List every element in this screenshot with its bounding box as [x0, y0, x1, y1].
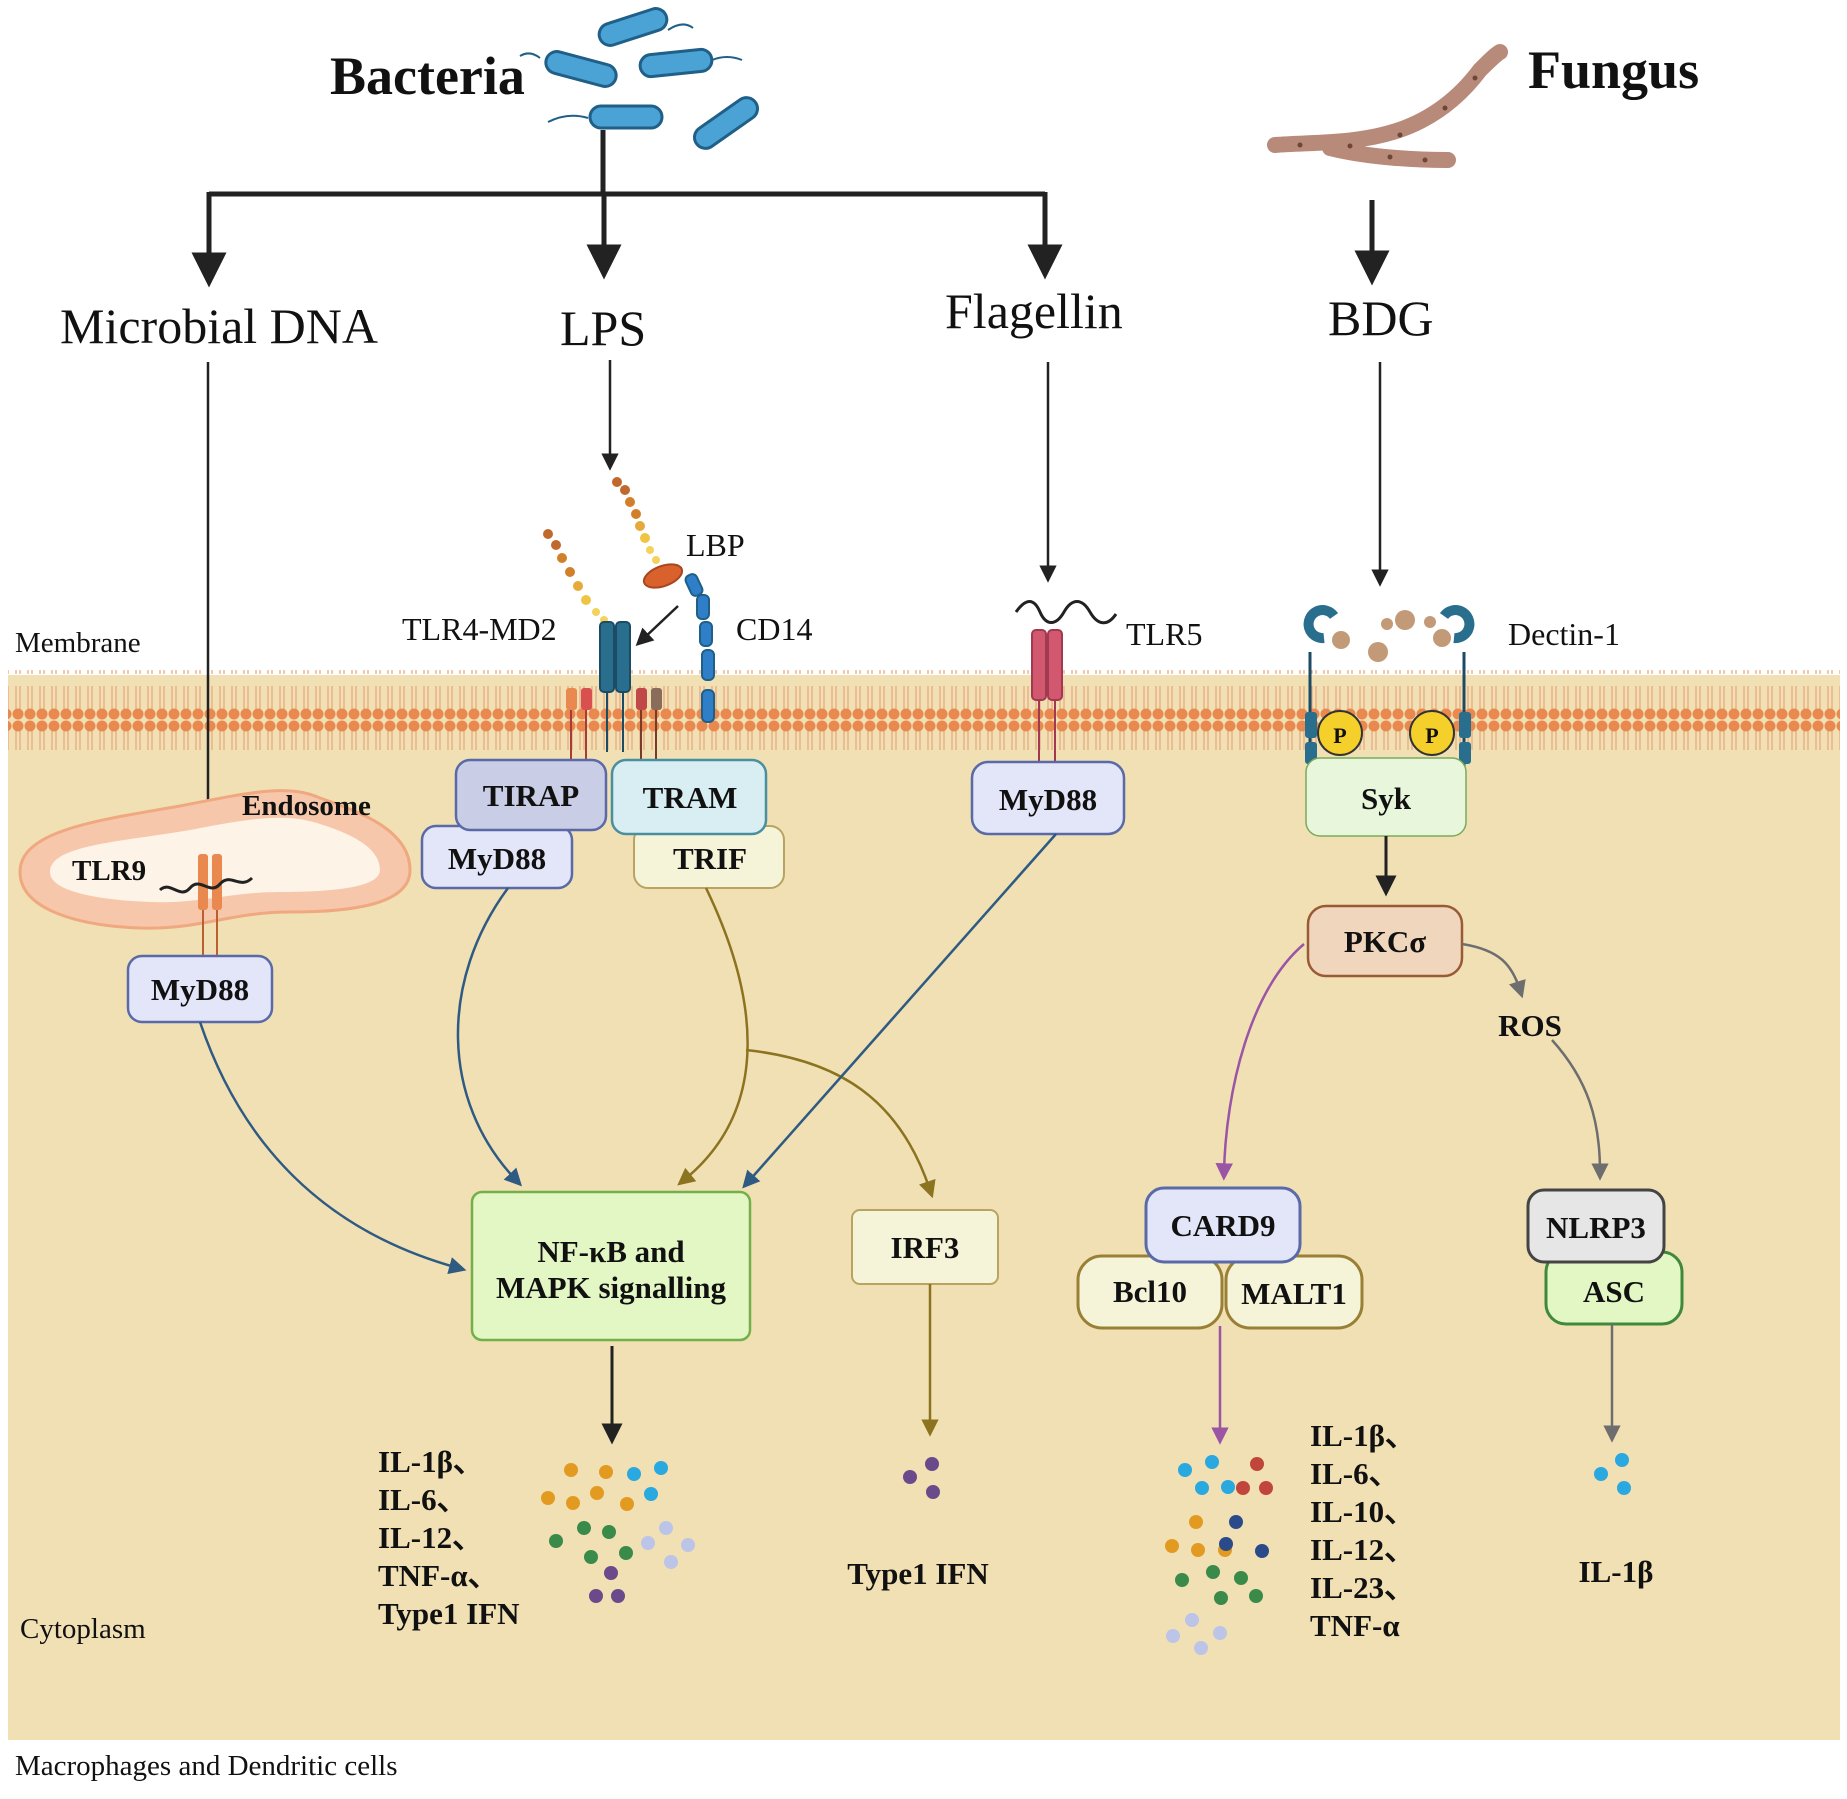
tlr9-receptor-icon: [158, 854, 254, 956]
cd14-label: CD14: [736, 611, 812, 647]
fungus-icon: [1267, 44, 1508, 168]
bacteria-label: Bacteria: [330, 46, 525, 106]
syk-box: Syk: [1305, 757, 1467, 837]
bacteria-branch-arrows: [191, 130, 1390, 288]
flagellin-label: Flagellin: [945, 283, 1123, 339]
output-item: IL-1β、: [1310, 1418, 1416, 1453]
output-item: TNF-α: [1310, 1608, 1400, 1643]
phospho-label: P: [1333, 723, 1346, 748]
dectin1-receptor-icon: [1303, 605, 1475, 780]
trif-box: TRIF: [633, 825, 785, 889]
output-item: IL-23、: [1310, 1570, 1415, 1605]
type1-ifn-dots: [903, 1457, 940, 1499]
output-item: IL-6、: [378, 1482, 468, 1517]
il1b-dots: [1594, 1453, 1631, 1495]
ros-label: ROS: [1498, 1008, 1562, 1043]
asc-label: ASC: [1583, 1274, 1645, 1309]
fungus-label: Fungus: [1528, 40, 1699, 100]
trif-label: TRIF: [673, 841, 747, 876]
nlrp3-output: IL-1β: [1579, 1554, 1654, 1589]
cell-membrane: [8, 670, 1840, 750]
tlr4-md2-label: TLR4-MD2: [402, 611, 557, 647]
output-item: IL-12、: [1310, 1532, 1415, 1567]
membrane-label: Membrane: [15, 627, 141, 659]
ligand-arrows: [199, 360, 1389, 829]
syk-label: Syk: [1361, 781, 1412, 816]
lbp-label: LBP: [686, 527, 745, 563]
phospho-badge: [1409, 710, 1455, 756]
nfkb-mapk-box: NF-κB and MAPK signalling: [470, 1190, 752, 1342]
microbial-dna-label: Microbial DNA: [60, 298, 378, 354]
card9-label: CARD9: [1170, 1208, 1275, 1243]
bacteria-icon: [519, 7, 759, 150]
tlr4-receptor-icon: [566, 621, 662, 762]
nfkb-label-line2: MAPK signalling: [496, 1270, 726, 1305]
cd14-icon: [684, 573, 715, 723]
irf3-label: IRF3: [891, 1230, 960, 1265]
pkc-box: PKCσ: [1306, 904, 1464, 978]
cytoplasm-label: Cytoplasm: [20, 1613, 146, 1645]
irf3-output: Type1 IFN: [847, 1556, 989, 1591]
tlr5-label: TLR5: [1126, 616, 1202, 652]
dectin1-label: Dectin-1: [1508, 616, 1620, 652]
bcl10-box: Bcl10: [1076, 1254, 1224, 1330]
output-item: IL-1β、: [378, 1444, 484, 1479]
asc-box: ASC: [1544, 1250, 1684, 1326]
myd88-tlr5-box: MyD88: [970, 760, 1126, 836]
signal-arrows: [198, 833, 1621, 1445]
output-item: IL-10、: [1310, 1494, 1415, 1529]
card9-output-list: IL-1β、 IL-6、 IL-10、 IL-12、 IL-23、 TNF-α: [1310, 1418, 1416, 1643]
output-item: IL-12、: [378, 1520, 483, 1555]
irf3-box: IRF3: [851, 1209, 999, 1285]
phospho-label: P: [1425, 723, 1438, 748]
myd88-tlr9-label: MyD88: [151, 972, 249, 1007]
myd88-lps-box: MyD88: [420, 824, 574, 890]
output-item: Type1 IFN: [378, 1596, 520, 1631]
nfkb-output-list: IL-1β、 IL-6、 IL-12、 TNF-α、 Type1 IFN: [378, 1444, 520, 1631]
nlrp3-label: NLRP3: [1546, 1210, 1646, 1245]
myd88-lps-label: MyD88: [448, 841, 546, 876]
nfkb-label-line1: NF-κB and: [537, 1234, 684, 1269]
lbp-icon: [642, 563, 684, 589]
bdg-label: BDG: [1328, 290, 1434, 346]
endosome-label: Endosome: [242, 790, 371, 822]
bcl10-label: Bcl10: [1113, 1274, 1187, 1309]
bdg-particles-icon: [1332, 610, 1451, 662]
lps-molecule-icon: [543, 477, 660, 624]
pkc-label: PKCσ: [1344, 924, 1426, 959]
malt1-box: MALT1: [1224, 1254, 1364, 1330]
cytokine-dots-nfkb: [541, 1461, 695, 1603]
tirap-box: TIRAP: [454, 758, 608, 832]
myd88-tlr5-label: MyD88: [999, 782, 1097, 817]
tlr5-receptor-icon: [1031, 629, 1063, 762]
tram-box: TRAM: [610, 758, 768, 836]
output-item: TNF-α、: [378, 1558, 499, 1593]
phospho-badge: [1317, 710, 1363, 756]
cell-type-label: Macrophages and Dendritic cells: [15, 1750, 398, 1782]
output-item: IL-6、: [1310, 1456, 1400, 1491]
tlr9-label: TLR9: [72, 855, 146, 887]
nlrp3-box: NLRP3: [1526, 1188, 1666, 1264]
tram-label: TRAM: [643, 780, 738, 815]
flagellin-icon: [1014, 600, 1118, 625]
tirap-label: TIRAP: [483, 778, 580, 813]
card9-box: CARD9: [1144, 1186, 1302, 1264]
malt1-label: MALT1: [1241, 1276, 1347, 1311]
cytokine-dots-card9: [1165, 1455, 1273, 1655]
myd88-tlr9-box: MyD88: [126, 954, 274, 1024]
lps-label: LPS: [560, 300, 646, 356]
